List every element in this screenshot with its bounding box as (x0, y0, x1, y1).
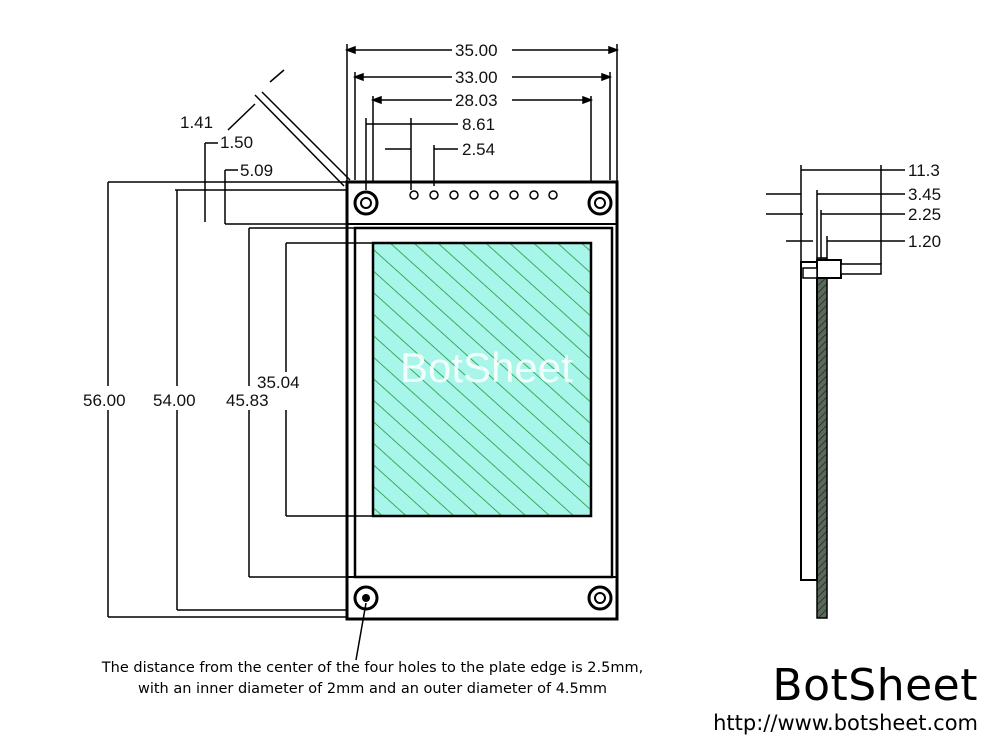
dim-11-3: 11.3 (908, 161, 940, 180)
top-dimensions (344, 44, 620, 190)
brand-logo-text: BotSheet (772, 660, 978, 711)
pcb-side (816, 257, 828, 619)
side-dimension-labels: 11.3 3.45 2.25 1.20 (908, 161, 941, 251)
watermark: BotSheet (400, 344, 573, 391)
dim-45-83: 45.83 (226, 391, 269, 410)
display-area (371, 241, 593, 518)
mounting-hole (587, 190, 613, 216)
dim-54: 54.00 (153, 391, 196, 410)
dim-1-41: 1.41 (180, 113, 213, 132)
mounting-hole (594, 197, 606, 209)
front-dimension-labels: 35.00 33.00 28.03 8.61 2.54 1.41 1.50 5.… (83, 41, 498, 410)
note-line-2: with an inner diameter of 2mm and an out… (137, 681, 607, 697)
mounting-hole (360, 197, 372, 209)
pcb-outline (345, 180, 619, 621)
dim-33: 33.00 (455, 68, 498, 87)
note-line-1: The distance from the center of the four… (101, 660, 644, 676)
connector-side (816, 259, 842, 279)
dim-5-09: 5.09 (240, 161, 273, 180)
dim-1-50: 1.50 (220, 133, 253, 152)
mounting-hole (587, 585, 613, 611)
dim-2-54: 2.54 (462, 140, 495, 159)
dim-35-04: 35.04 (257, 373, 300, 392)
pin-header (409, 190, 558, 200)
front-view: 35.00 33.00 28.03 8.61 2.54 1.41 1.50 5.… (83, 41, 620, 661)
dim-1-20: 1.20 (908, 232, 941, 251)
mounting-hole (362, 594, 370, 602)
mounting-hole (353, 585, 379, 611)
dim-8-61: 8.61 (462, 115, 495, 134)
mounting-hole (594, 592, 606, 604)
glass-outline (353, 226, 614, 579)
mounting-hole (353, 190, 379, 216)
dim-3-45: 3.45 (908, 185, 941, 204)
brand-url[interactable]: http://www.botsheet.com (713, 711, 978, 735)
mounting-holes (353, 190, 613, 611)
dim-2-25: 2.25 (908, 205, 941, 224)
side-view: 11.3 3.45 2.25 1.20 (766, 161, 941, 619)
dim-28: 28.03 (455, 91, 498, 110)
dim-56: 56.00 (83, 391, 126, 410)
vertical-dimensions (107, 182, 373, 661)
brand-block: BotSheet http://www.botsheet.com (713, 660, 978, 736)
left-small-dimensions (108, 69, 351, 225)
glass-side (800, 261, 818, 581)
dim-35: 35.00 (455, 41, 498, 60)
mounting-hole-note: The distance from the center of the four… (0, 658, 745, 700)
